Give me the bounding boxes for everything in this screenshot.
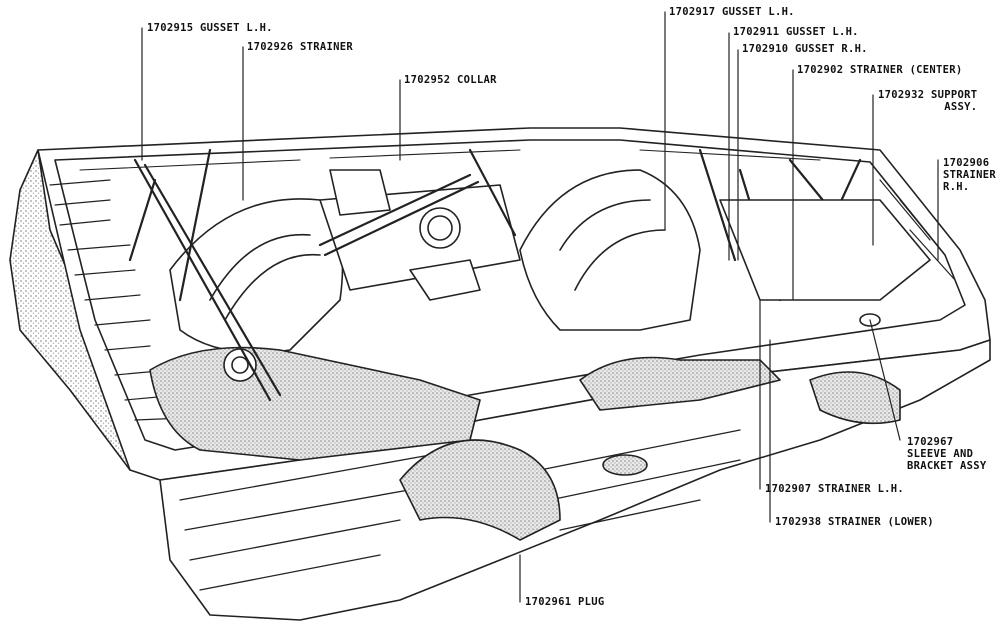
frame-tubes bbox=[128, 148, 882, 402]
callout-sleeve-line2: SLEEVE AND bbox=[907, 448, 974, 460]
deck-planks-left bbox=[49, 179, 186, 421]
callout-gusset-rh-1702910: 1702910 GUSSET R.H. bbox=[742, 43, 868, 55]
callout-strainer-rh-line3: R.H. bbox=[943, 181, 970, 193]
callout-gusset-lh-1702915: 1702915 GUSSET L.H. bbox=[147, 22, 273, 34]
callout-strainer-rh-line2: STRAINER bbox=[943, 169, 996, 181]
rear-seat-area bbox=[719, 199, 931, 301]
callout-strainer-center-1702902: 1702902 STRAINER (CENTER) bbox=[797, 64, 963, 76]
rear-wheel-well bbox=[809, 371, 901, 425]
leader-lines bbox=[141, 11, 939, 603]
callout-strainer-1702926: 1702926 STRAINER bbox=[247, 41, 353, 53]
callout-support-assy-1702932: 1702932 SUPPORT ASSY. bbox=[878, 89, 977, 113]
callout-strainer-rh-line1: 1702906 bbox=[943, 157, 990, 169]
callout-plug-1702961: 1702961 PLUG bbox=[525, 596, 605, 608]
callout-strainer-rh-1702906: 1702906 STRAINER R.H. bbox=[943, 157, 996, 193]
callout-support-line2: ASSY. bbox=[944, 101, 978, 113]
callout-gusset-lh-1702917: 1702917 GUSSET L.H. bbox=[669, 6, 795, 18]
callout-sleeve-line1: 1702967 bbox=[907, 436, 954, 448]
leader-sleeve bbox=[869, 319, 901, 441]
right-fender bbox=[519, 169, 701, 331]
callout-collar-1702952: 1702952 COLLAR bbox=[404, 74, 497, 86]
callout-strainer-lower-1702938: 1702938 STRAINER (LOWER) bbox=[775, 516, 934, 528]
inner-rim bbox=[54, 139, 966, 451]
callout-strainer-lh-1702907: 1702907 STRAINER L.H. bbox=[765, 483, 905, 495]
callout-gusset-lh-1702911: 1702911 GUSSET L.H. bbox=[733, 26, 859, 38]
hull-strakes bbox=[179, 429, 741, 591]
front-wheel-well bbox=[399, 439, 561, 541]
callout-sleeve-line3: BRACKET ASSY bbox=[907, 460, 987, 472]
callout-sleeve-bracket-1702967: 1702967 SLEEVE AND BRACKET ASSY bbox=[907, 436, 986, 472]
callout-support-line1: 1702932 SUPPORT bbox=[878, 89, 978, 101]
deck-planks-top bbox=[79, 149, 821, 171]
